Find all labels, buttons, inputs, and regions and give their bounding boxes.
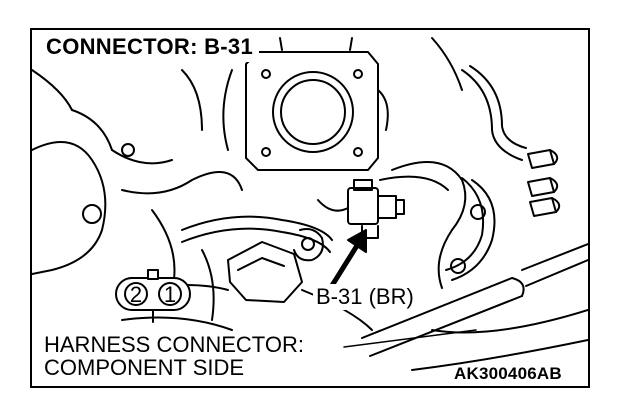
lower-manifold xyxy=(121,228,373,331)
harness-connector-symbol: 2 1 xyxy=(115,269,191,323)
lower-pipe xyxy=(361,243,588,371)
connector-pin-2 xyxy=(124,282,148,306)
engine-body xyxy=(32,69,333,291)
connector-title: CONNECTOR: B-31 xyxy=(44,34,260,62)
leader-line xyxy=(343,329,477,348)
figure-id: AK300406AB xyxy=(454,364,562,383)
connector-pin-1 xyxy=(158,282,182,306)
hoses xyxy=(379,37,527,289)
pin-label-1: 1 xyxy=(164,282,176,307)
diagram-frame: 2 1 CONNECTOR: B-31 B-31 (BR) HARNESS CO… xyxy=(30,28,590,388)
pin-label-2: 2 xyxy=(130,282,142,307)
fittings xyxy=(527,149,561,217)
harness-note-line2: COMPONENT SIDE xyxy=(44,355,245,380)
connector-callout-label: B-31 (BR) xyxy=(313,284,417,310)
harness-note-line1: HARNESS CONNECTOR: xyxy=(44,332,304,357)
engine-bay-illustration: 2 1 xyxy=(32,37,588,371)
sensor-b31 xyxy=(317,179,405,239)
throttle-body xyxy=(222,37,389,171)
pointer-arrow xyxy=(325,229,367,295)
